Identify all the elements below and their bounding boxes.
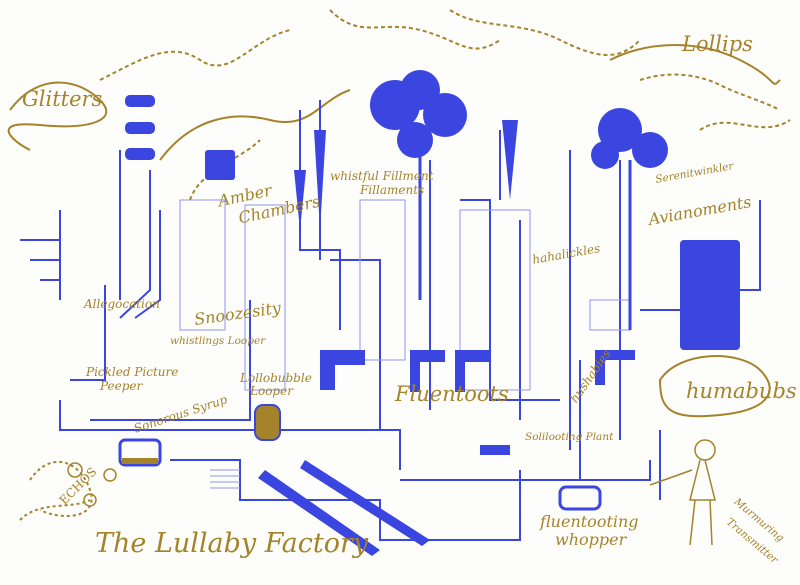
girl-figure	[649, 439, 716, 546]
label-whistlings-looper: whistlings Looper	[170, 335, 266, 347]
gold-steam-swirls	[7, 9, 791, 521]
page-title: The Lullaby Factory	[95, 528, 369, 559]
label-allegocation: Allegocation	[84, 297, 160, 311]
label-fillaments-2: Fillaments	[360, 183, 425, 197]
horn-funnels	[125, 95, 635, 556]
label-pickled-2: Peeper	[100, 379, 143, 393]
blue-flower-trees	[370, 70, 740, 350]
label-pickled-1: Pickled Picture	[86, 365, 179, 379]
syrup-fill	[122, 458, 158, 464]
light-pipe-network	[179, 199, 631, 489]
whopper-tank	[558, 485, 602, 511]
echo-gears	[67, 462, 117, 507]
label-solilooting-plant: Solilooting Plant	[525, 431, 614, 443]
label-lollips: Lollips	[682, 32, 753, 56]
label-lollobubble-1: Lollobubble	[240, 371, 312, 385]
label-glitters: Glitters	[22, 87, 103, 111]
label-lollobubble-2: Looper	[250, 384, 293, 398]
label-whopper-1: fluentooting	[540, 512, 639, 531]
label-fluentoots: Fluentoots	[395, 382, 509, 406]
syrup-tank	[118, 438, 162, 467]
lollobubble-jar	[254, 404, 281, 441]
pipe-network	[20, 100, 761, 541]
label-whopper-2: whopper	[555, 530, 627, 549]
tree-stems	[418, 150, 632, 330]
label-humabubs: humabubs	[686, 379, 797, 403]
label-fillaments-1: whistful Fillment	[330, 169, 434, 183]
